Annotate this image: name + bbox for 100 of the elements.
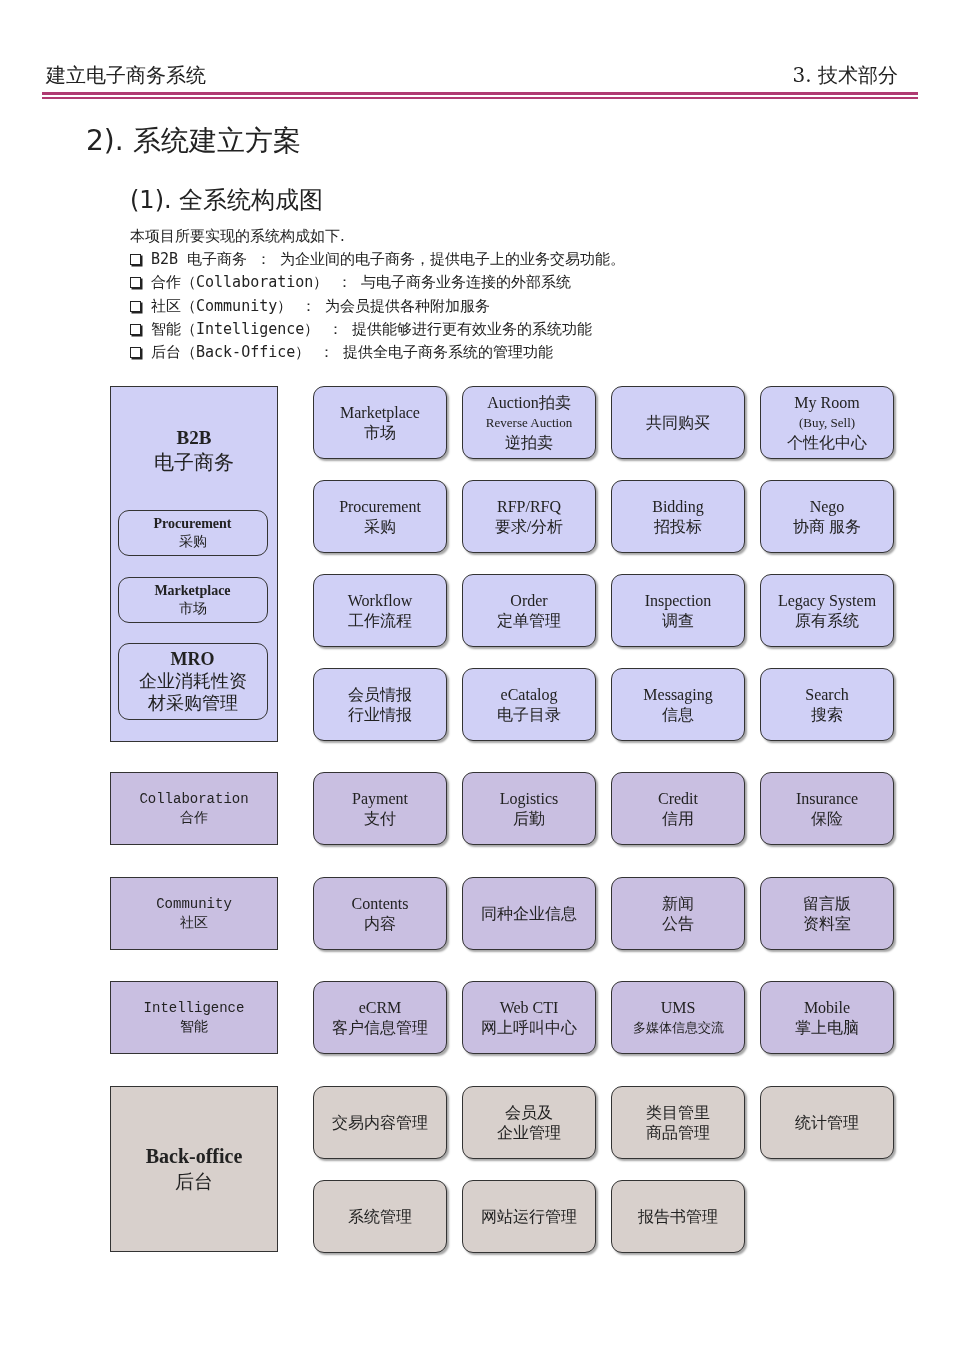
box-label: 同种企业信息 [481,903,577,924]
box-label: 信息 [662,704,694,725]
box-label: Inspection [644,590,712,611]
box-label: 调查 [662,610,694,631]
box-label: 工作流程 [348,610,412,631]
box-label: Nego [809,496,845,517]
module-panel [110,1086,278,1252]
module-box [760,386,894,459]
bullet-text: 后台（Back-Office） ： 提供全电子商务系统的管理功能 [151,343,554,363]
module-box [110,981,278,1054]
box-label: Credit [658,788,698,809]
box-label: Auction拍卖 [487,392,571,413]
box-label: eCRM [358,997,402,1018]
box-label: 电子商务 [154,450,234,475]
module-box [313,772,447,845]
box-label: 原有系统 [795,610,859,631]
box-label: 内容 [364,913,396,934]
box-label: 行业情报 [348,704,412,725]
box-label: Insurance [795,788,859,809]
box-label: 统计管理 [795,1112,859,1133]
box-label: 系统管理 [348,1206,412,1227]
box-label: 网上呼叫中心 [481,1017,577,1038]
box-label: Marketplace [340,402,420,423]
box-label: 交易内容管理 [332,1112,428,1133]
module-box [760,981,894,1054]
module-box [611,386,745,459]
box-label: 采购 [364,516,396,537]
box-label: B2B [176,426,212,450]
bullet-text: 社区（Community） ： 为会员提供各种附加服务 [151,296,491,316]
box-label: Intelligence [143,998,245,1018]
module-box [462,981,596,1054]
module-box [462,1086,596,1159]
module-box [462,1180,596,1253]
box-label: Legacy System [777,590,877,611]
box-label: 后勤 [513,808,545,829]
subsection-title: (1). 全系统构成图 [130,185,324,216]
module-box [462,877,596,950]
module-box [117,576,268,623]
box-label: 智能 [180,1017,208,1037]
box-label: UMS [660,997,696,1018]
box-label: Mobile [803,997,851,1018]
module-box [313,1086,447,1159]
module-box [462,772,596,845]
bullet-text: B2B 电子商务 ： 为企业间的电子商务，提供电子上的业务交易功能。 [151,250,626,269]
box-label: 个性化中心 [787,432,867,453]
box-label: 客户信息管理 [332,1017,428,1038]
box-label: 保险 [811,808,843,829]
module-box [611,877,745,950]
box-label: 支付 [364,808,396,829]
box-label: Search [805,684,849,705]
box-label: 市场 [364,422,396,443]
box-label: 合作 [180,808,208,828]
box-label: Logistics [499,788,559,809]
box-label: eCatalog [500,684,558,705]
bullet-text: 智能（Intelligence） ： 提供能够进行更有效业务的系统功能 [151,319,593,339]
box-label: Payment [352,788,408,809]
module-box [313,981,447,1054]
bullet-text: 合作（Collaboration） ： 与电子商务业务连接的外部系统 [151,273,572,293]
module-box [760,1086,894,1159]
box-label: MRO [169,648,216,670]
module-box [313,1180,447,1253]
box-label: Web CTI [499,997,559,1018]
module-box [760,480,894,553]
box-label: 新闻 [662,893,694,914]
box-label: Marketplace [154,581,231,600]
box-label: 逆拍卖 [505,432,553,453]
module-box [760,574,894,647]
box-label: 定单管理 [497,610,561,631]
box-label: Bidding [652,496,704,517]
module-box [462,480,596,553]
box-label: 公告 [662,913,694,934]
box-label: 掌上电脑 [795,1017,859,1038]
module-box [313,480,447,553]
module-box [611,668,745,741]
module-box [462,386,596,459]
box-label: 搜索 [811,704,843,725]
box-label: 电子目录 [497,704,561,725]
module-box [611,772,745,845]
box-label: 采购 [178,532,207,551]
box-label: 后台 [175,1170,213,1194]
box-label: 会员及 [505,1102,553,1123]
box-label: 商品管理 [646,1122,710,1143]
module-box [110,877,278,950]
box-label: 多媒体信息交流 [632,1018,724,1037]
module-box [760,772,894,845]
box-label: 社区 [180,913,208,933]
module-box [313,386,447,459]
module-box [462,668,596,741]
module-box [611,1086,745,1159]
module-box [462,574,596,647]
module-box [117,509,268,556]
box-label: 要求/分析 [494,516,564,537]
module-box [313,877,447,950]
box-label: My Room [794,392,860,413]
box-label: 留言版 [803,893,851,914]
module-box [110,772,278,845]
box-label: Collaboration [139,789,249,809]
intro-text: 本项目所要实现的系统构成如下. [130,227,345,246]
box-label: 企业消耗性资材采购管理 [137,670,248,714]
box-label: 企业管理 [497,1122,561,1143]
